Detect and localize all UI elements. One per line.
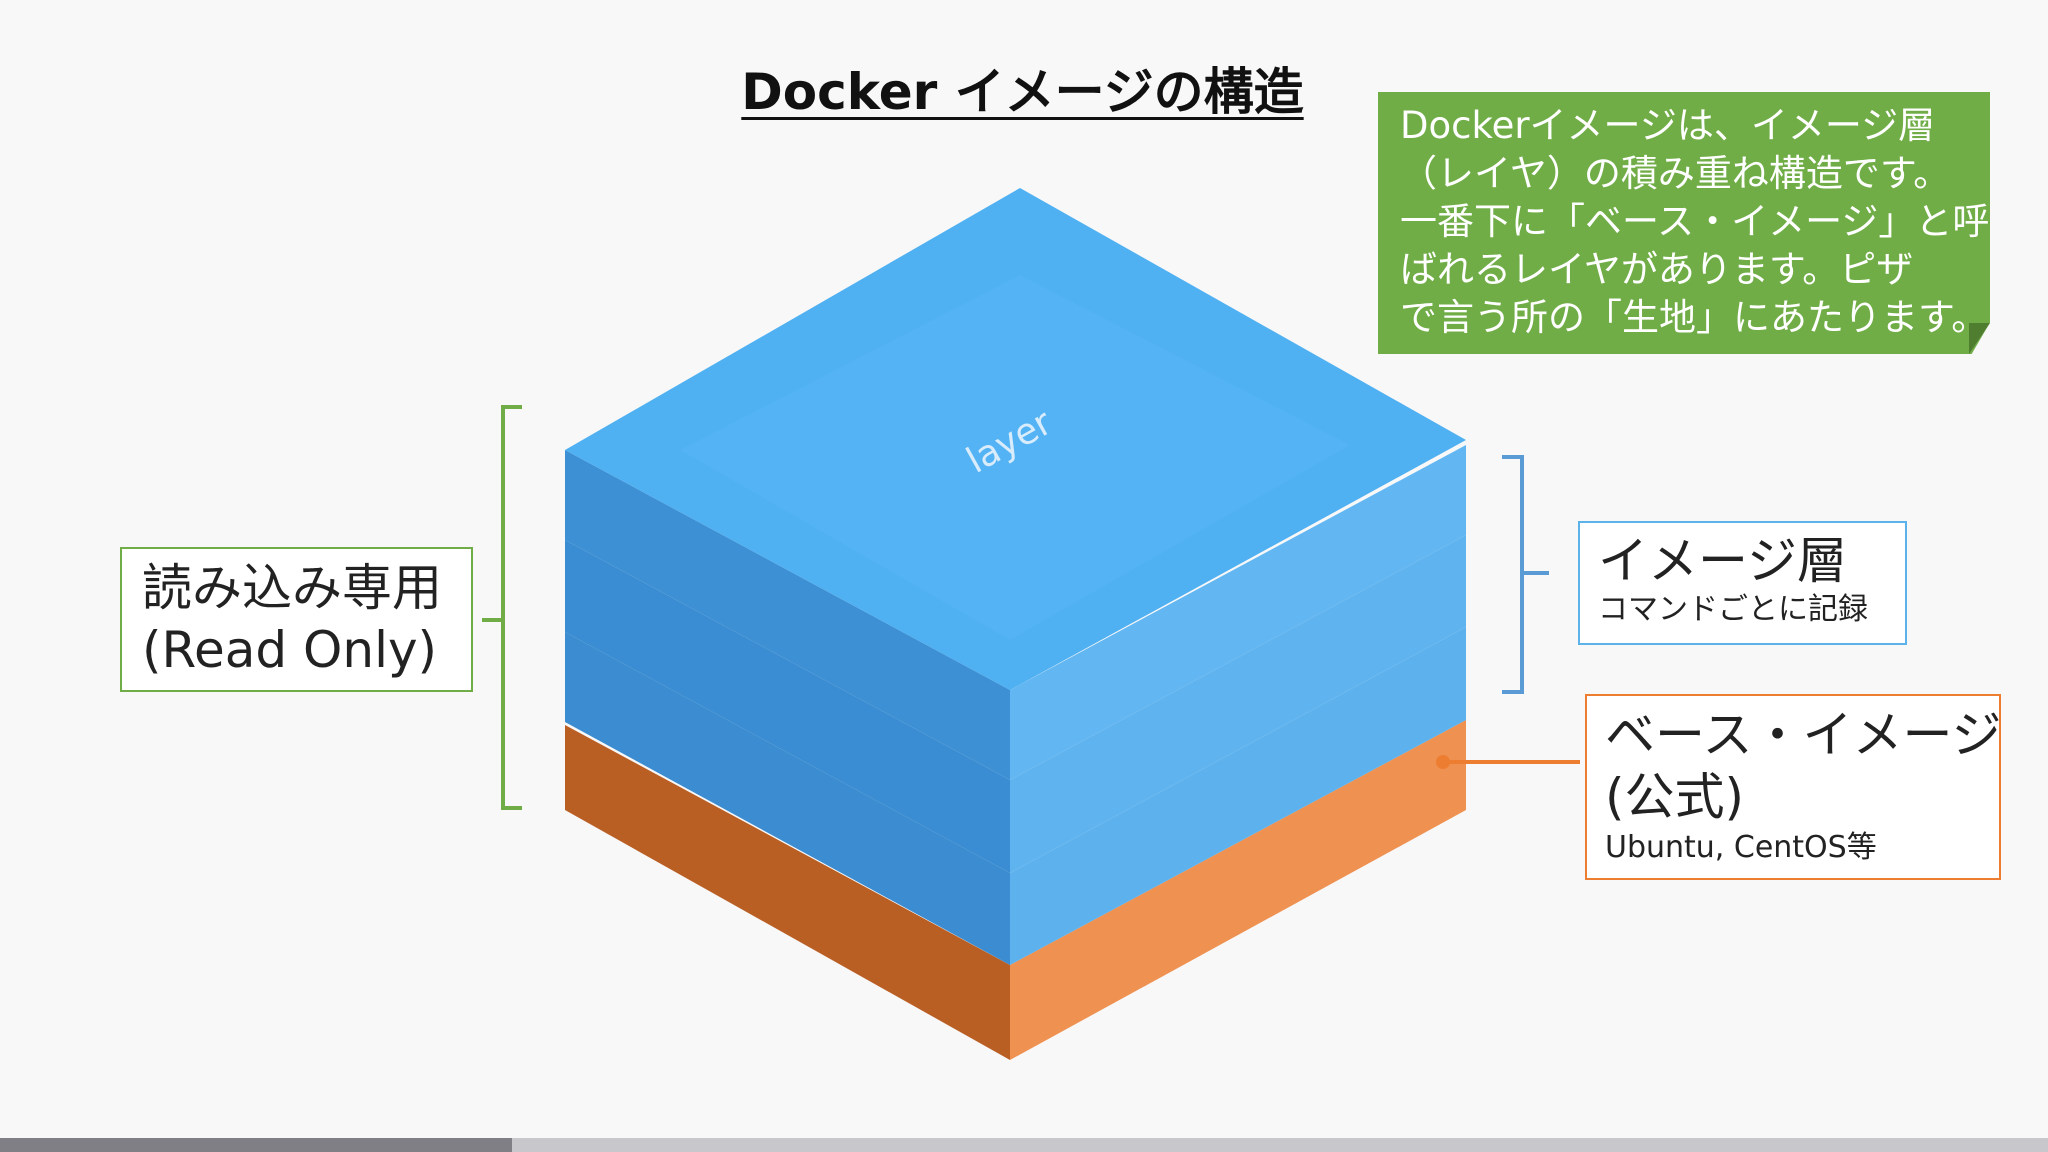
layer1-top-inner	[680, 275, 1350, 640]
readonly-label-jp: 読み込み専用	[142, 559, 442, 617]
layer3-left-face	[565, 632, 1010, 965]
slide-progress-track	[0, 1138, 2048, 1152]
base-image-official: (公式)	[1605, 768, 1745, 826]
base-image-examples: Ubuntu, CentOS等	[1605, 830, 1877, 865]
note-line: 一番下に「ベース・イメージ」と呼	[1400, 200, 1990, 243]
base-image-label: ベース・イメージ (公式) Ubuntu, CentOS等	[1585, 694, 2002, 880]
base-image-title: ベース・イメージ	[1605, 706, 2002, 764]
note-line: ばれるレイヤがあります。ピザ	[1400, 248, 1914, 291]
image-layer-3	[565, 627, 1466, 965]
image-layer-2	[565, 535, 1466, 873]
explanation-note: Dockerイメージは、イメージ層 （レイヤ）の積み重ね構造です。 一番下に「ベ…	[1378, 92, 1990, 354]
page-title: Docker イメージの構造	[741, 63, 1304, 121]
note-line: で言う所の「生地」にあたります。	[1400, 296, 1989, 339]
layer2-left-face	[565, 540, 1010, 873]
image-layer-bracket	[1502, 455, 1549, 694]
readonly-bracket	[482, 405, 522, 810]
image-layer-1: layer	[565, 188, 1466, 780]
layer1-right-face	[1010, 445, 1466, 780]
slide-progress-fill	[0, 1138, 512, 1152]
base-layer-right-face	[1010, 720, 1466, 1060]
base-layer-left-face	[565, 725, 1010, 1060]
image-layer-label: イメージ層 コマンドごとに記録	[1578, 521, 1907, 645]
layer2-right-face	[1010, 535, 1466, 873]
layer3-right-face	[1010, 627, 1466, 965]
base-image-connector-dot	[1436, 755, 1450, 769]
note-line: （レイヤ）の積み重ね構造です。	[1400, 152, 1951, 195]
readonly-label-en: (Read Only)	[142, 621, 438, 679]
note-line: Dockerイメージは、イメージ層	[1400, 104, 1936, 147]
image-layer-title: イメージ層	[1598, 532, 1847, 590]
layer1-left-face	[565, 450, 1010, 780]
base-image-layer	[565, 720, 1466, 1060]
image-layer-subtitle: コマンドごとに記録	[1598, 592, 1868, 627]
readonly-label: 読み込み専用 (Read Only)	[120, 547, 473, 692]
